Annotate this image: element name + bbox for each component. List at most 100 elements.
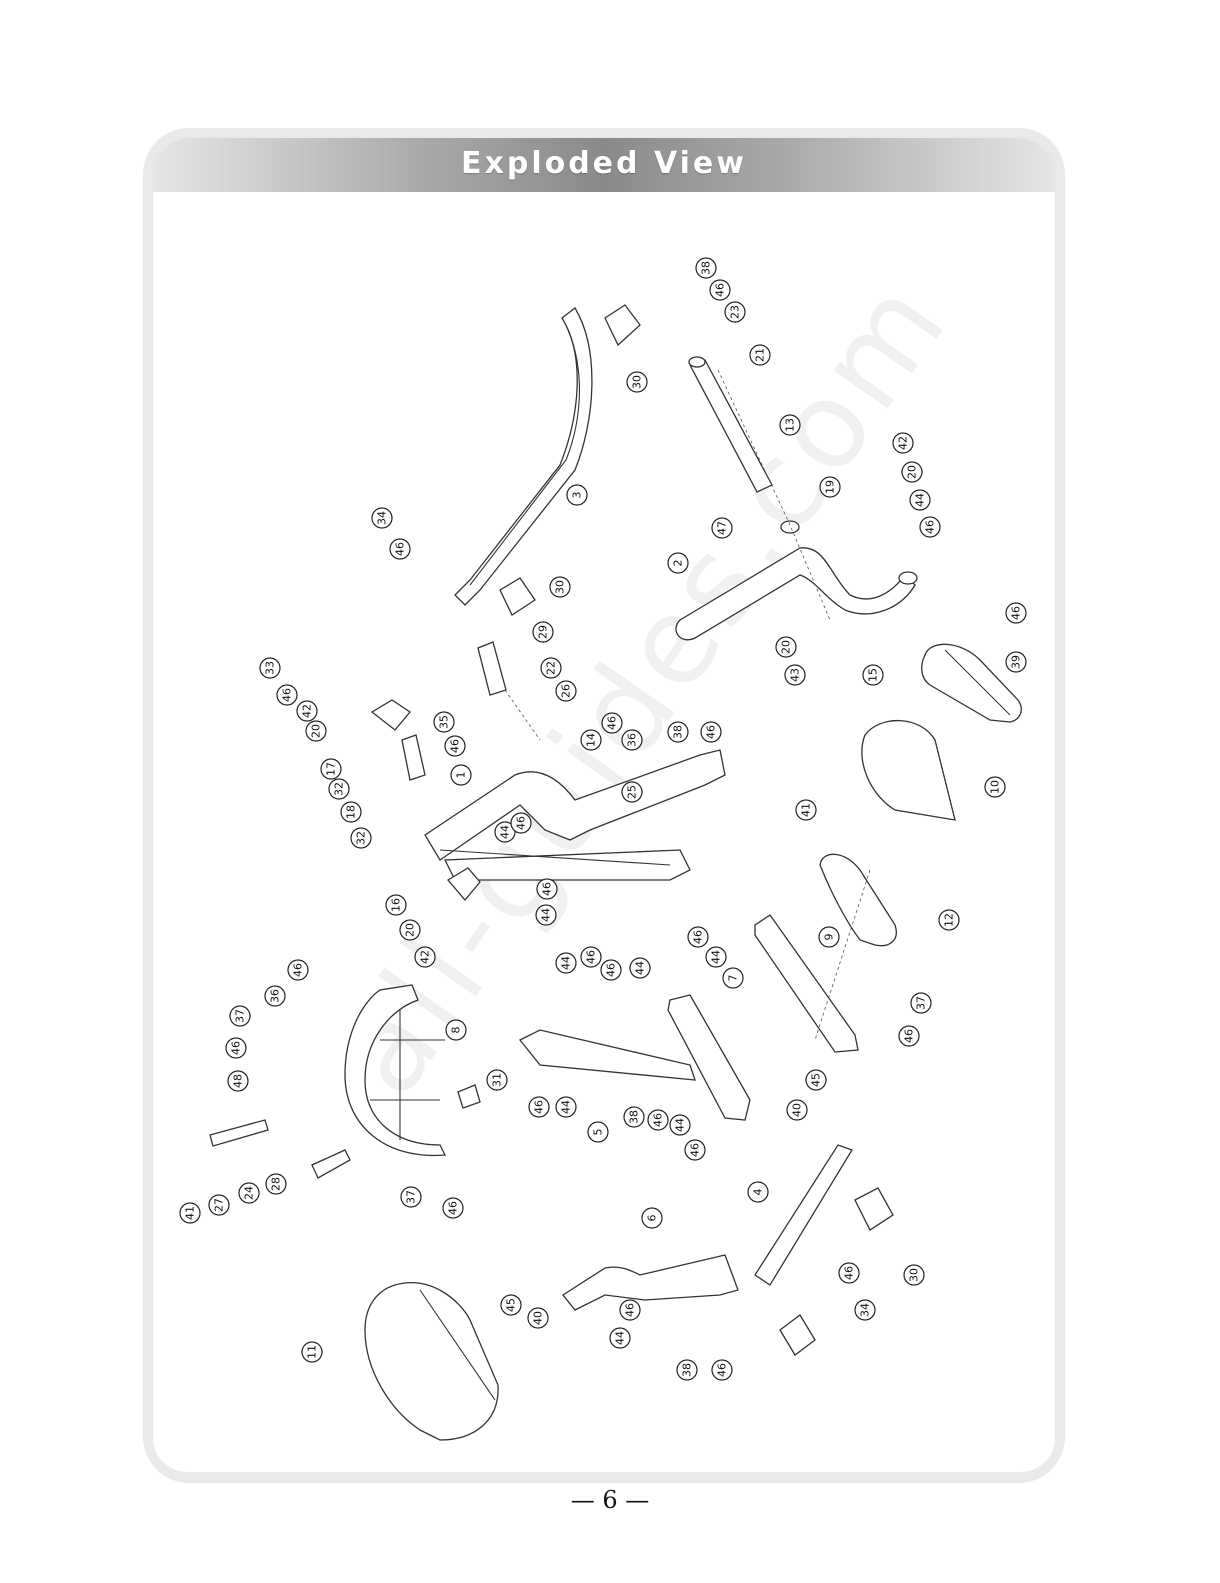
- callout-29: 29: [532, 621, 554, 643]
- callout-label: 5: [592, 1129, 605, 1136]
- callout-37: 37: [400, 1186, 422, 1208]
- callout-label: 20: [404, 923, 417, 937]
- callout-label: 7: [727, 975, 740, 982]
- callout-label: 4: [752, 1189, 765, 1196]
- callout-label: 15: [867, 668, 880, 682]
- callout-label: 46: [449, 739, 462, 753]
- callout-label: 17: [325, 762, 338, 776]
- part-31-block: [457, 1084, 481, 1109]
- callout-26: 26: [555, 680, 577, 702]
- callout-38: 38: [667, 721, 689, 743]
- callout-label: 1: [455, 772, 468, 779]
- callout-label: 46: [515, 816, 528, 830]
- guide-line: [504, 689, 541, 741]
- callout-48: 48: [227, 1070, 249, 1092]
- callout-25: 25: [621, 781, 643, 803]
- callout-label: 38: [672, 725, 685, 739]
- callout-39: 39: [1005, 651, 1027, 673]
- callout-label: 45: [810, 1073, 823, 1087]
- callout-label: 44: [560, 956, 573, 970]
- callout-7: 7: [722, 967, 744, 989]
- part-12-seat-pad: [819, 853, 897, 947]
- callout-3: 3: [566, 484, 588, 506]
- callout-20: 20: [305, 720, 327, 742]
- callout-44: 44: [629, 957, 651, 979]
- callout-label: 32: [333, 782, 346, 796]
- callout-46: 46: [225, 1037, 247, 1059]
- callout-4: 4: [747, 1181, 769, 1203]
- part-10-backrest: [921, 643, 1022, 723]
- callout-22: 22: [540, 657, 562, 679]
- callout-46: 46: [709, 279, 731, 301]
- callout-label: 44: [674, 1118, 687, 1132]
- callout-label: 22: [545, 661, 558, 675]
- callout-label: 8: [450, 1027, 463, 1034]
- part-3-upper-arm: [454, 307, 593, 606]
- callout-label: 46: [230, 1041, 243, 1055]
- callout-40: 40: [786, 1099, 808, 1121]
- callout-46: 46: [442, 1197, 464, 1219]
- callout-46: 46: [601, 712, 623, 734]
- callout-41: 41: [179, 1202, 201, 1224]
- callout-20: 20: [775, 636, 797, 658]
- callout-19: 19: [819, 476, 841, 498]
- callout-9: 9: [818, 926, 840, 948]
- callout-46: 46: [684, 1139, 706, 1161]
- callout-label: 2: [672, 560, 685, 567]
- callout-32: 32: [350, 827, 372, 849]
- callout-46: 46: [600, 959, 622, 981]
- callout-label: 46: [281, 688, 294, 702]
- callout-label: 46: [903, 1029, 916, 1043]
- callout-46: 46: [276, 684, 298, 706]
- callout-label: 45: [505, 1298, 518, 1312]
- callout-46: 46: [919, 516, 941, 538]
- callout-38: 38: [676, 1359, 698, 1381]
- callout-layer: 3846232130134220444619473344623046392043…: [179, 257, 1027, 1381]
- callout-label: 41: [184, 1206, 197, 1220]
- callout-label: 35: [438, 715, 451, 729]
- callout-12: 12: [938, 909, 960, 931]
- callout-46: 46: [687, 926, 709, 948]
- callout-label: 36: [626, 733, 639, 747]
- callout-label: 39: [1010, 655, 1023, 669]
- callout-label: 24: [243, 1186, 256, 1200]
- callout-label: 26: [560, 684, 573, 698]
- page-title: Exploded View: [461, 146, 747, 181]
- callout-33: 33: [259, 657, 281, 679]
- callout-label: 46: [689, 1143, 702, 1157]
- part-24-roller: [209, 1119, 269, 1147]
- callout-label: 38: [628, 1110, 641, 1124]
- callout-1: 1: [450, 764, 472, 786]
- callout-label: 40: [791, 1103, 804, 1117]
- callout-label: 44: [614, 1331, 627, 1345]
- part-4-bar: [754, 1144, 853, 1286]
- callout-46: 46: [389, 538, 411, 560]
- callout-42: 42: [892, 432, 914, 454]
- callout-label: 37: [405, 1190, 418, 1204]
- callout-label: 29: [537, 625, 550, 639]
- callout-label: 46: [447, 1201, 460, 1215]
- callout-38: 38: [623, 1106, 645, 1128]
- callout-label: 20: [780, 640, 793, 654]
- callout-label: 30: [908, 1268, 921, 1282]
- callout-label: 47: [716, 521, 729, 535]
- part-18-bushing: [401, 734, 426, 781]
- callout-36: 36: [621, 729, 643, 751]
- part-11-large-pad: [364, 1282, 499, 1441]
- callout-37: 37: [229, 1005, 251, 1027]
- callout-label: 28: [270, 1177, 283, 1191]
- callout-label: 34: [376, 511, 389, 525]
- header-bar: Exploded View: [153, 138, 1055, 194]
- callout-label: 46: [843, 1266, 856, 1280]
- callout-label: 40: [532, 1311, 545, 1325]
- callout-label: 44: [710, 950, 723, 964]
- callout-label: 30: [631, 375, 644, 389]
- callout-label: 44: [499, 825, 512, 839]
- part-30-pad-mid: [499, 577, 536, 616]
- callout-46: 46: [838, 1262, 860, 1284]
- part-6-bracket: [562, 1254, 739, 1311]
- callout-28: 28: [265, 1173, 287, 1195]
- callout-label: 42: [897, 436, 910, 450]
- callout-label: 43: [789, 668, 802, 682]
